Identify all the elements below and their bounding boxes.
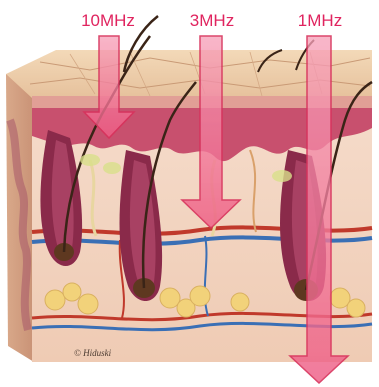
label-3mhz: 3MHz [190,11,234,30]
label-1mhz: 1MHz [298,11,342,30]
label-10mhz: 10MHz [81,11,135,30]
block-left-face [6,74,34,362]
artist-signature: © Hiduski [74,348,112,358]
